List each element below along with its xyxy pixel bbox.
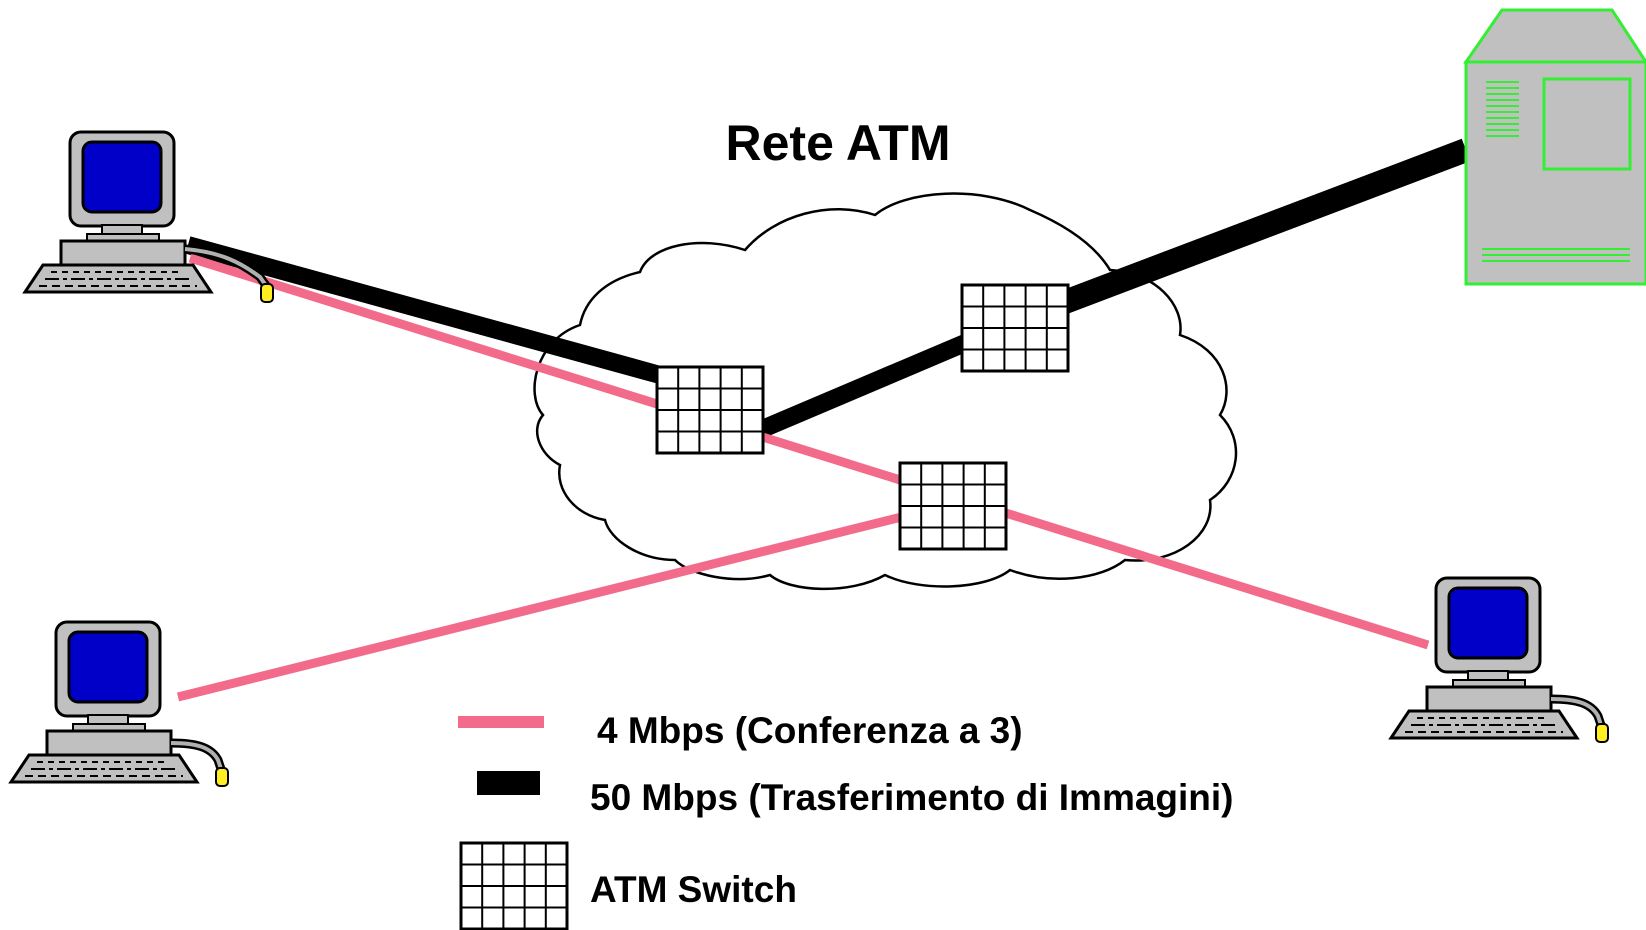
- atm-switch-icon: [655, 365, 765, 455]
- desktop-computer-icon: [1389, 576, 1608, 742]
- network-cloud: [533, 192, 1238, 591]
- diagram-title: Rete ATM: [726, 115, 951, 171]
- link-50mbps-switch-to-server: [1060, 138, 1471, 314]
- atm-switch-icon: [459, 841, 569, 930]
- atm-switch-icon: [898, 461, 1008, 551]
- link-4mbps-topleft-to-bottomright: [188, 253, 1430, 650]
- legend-switch-label: ATM Switch: [590, 869, 797, 910]
- link-4mbps-bottomleft-to-switch: [176, 500, 952, 702]
- legend-pink-line-label: 4 Mbps (Conferenza a 3): [597, 710, 1023, 751]
- link-50mbps-computer-to-switch: [185, 236, 663, 384]
- legend-black-line-swatch: [477, 771, 540, 795]
- atm-switch-icon: [960, 283, 1070, 373]
- desktop-computer-icon: [23, 130, 274, 303]
- legend: 4 Mbps (Conferenza a 3) 50 Mbps (Trasfer…: [458, 710, 1234, 930]
- legend-black-line-label: 50 Mbps (Trasferimento di Immagini): [590, 777, 1234, 818]
- server-tower-icon: [1463, 8, 1646, 286]
- link-50mbps-switch-to-switch: [756, 334, 969, 439]
- desktop-computer-icon: [9, 620, 228, 786]
